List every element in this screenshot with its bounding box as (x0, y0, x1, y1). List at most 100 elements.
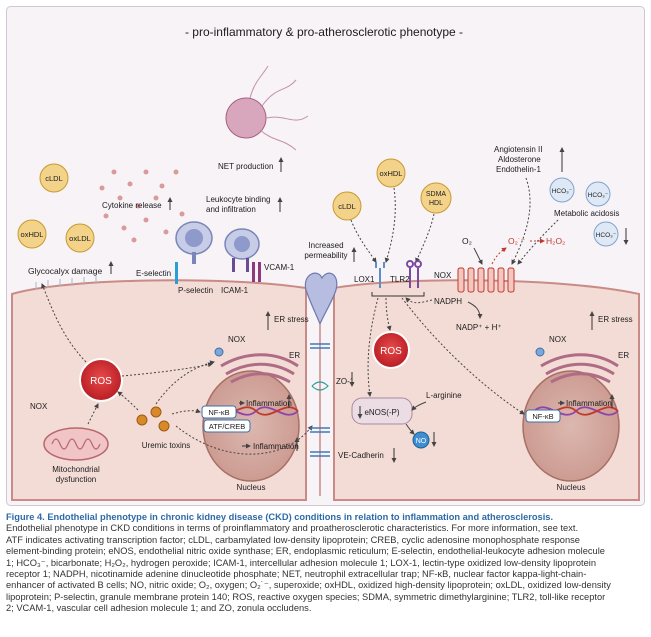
uremic-to-zo1-arrow (175, 425, 313, 455)
cytokine-dots (99, 169, 185, 243)
mito-nox-label: NOX (30, 402, 48, 411)
angiotensin-label: Angiotensin II (494, 145, 542, 154)
h2o2-label: H₂O₂ (546, 236, 565, 246)
left-nox-label: NOX (228, 335, 246, 344)
leukocyte-binding-label-1: Leukocyte binding (206, 195, 271, 204)
lox1-label: LOX1 (354, 275, 375, 284)
hco3-circle-2 (585, 181, 611, 207)
l-arginine-to-enos-arrow (411, 401, 427, 411)
caption-line-1: Endothelial phenotype in CKD conditions … (6, 523, 579, 534)
atf-creb-box (203, 419, 251, 433)
increased-permeability-label-2: permeability (304, 251, 347, 260)
sdma-hdl-particle (420, 182, 452, 214)
net-production-label: NET production (218, 162, 273, 171)
acidosis-to-nox-arrow (517, 219, 559, 265)
zo1-label: ZO-1 (336, 377, 355, 386)
oxhdl-to-lox1-arrow (384, 187, 396, 263)
receptor-to-nfkb-arrow (401, 297, 525, 415)
hco3-label-1: HCO₃⁻ (552, 188, 573, 195)
left-inflammation-label-bottom: Inflammation (253, 442, 299, 451)
oxldl-left-label: oxLDL (69, 234, 91, 243)
left-ros-label: ROS (90, 376, 112, 387)
cldl-left-particle (39, 163, 69, 193)
tight-junction (310, 324, 330, 496)
hco3-circle-3 (593, 221, 619, 247)
transmigrating-leukocyte-icon (304, 272, 338, 326)
caption-line-4: 1; HCO₃⁻, bicarbonate; H₂O₂, hydrogen pe… (6, 557, 597, 568)
leukocyte-2-icon (224, 228, 260, 272)
caption-title: Figure 4. Endothelial phenotype in chron… (6, 512, 554, 522)
receptor-to-enos-arrow (366, 297, 379, 397)
caption-line-7: lipoprotein; P-selectin, granule membran… (6, 591, 606, 602)
cldl-right-particle (332, 191, 362, 221)
hco3-circle-1 (549, 177, 575, 203)
sdma-hdl-label: HDL (429, 200, 443, 207)
caption-line-8: 2; VCAM-1, vascular cell adhesion molecu… (6, 603, 312, 614)
nox-membrane-label: NOX (434, 271, 452, 280)
left-nucleus (202, 370, 300, 482)
angiotensin-to-nox-arrow (511, 177, 531, 265)
no-label: NO (416, 438, 427, 445)
receptor-bracket (371, 292, 425, 297)
mitochondrial-dysfunction-label-1: Mitochondrial (52, 465, 100, 474)
cldl-to-lox1-arrow (350, 219, 377, 263)
vcam1-label: VCAM-1 (264, 263, 295, 272)
nox-membrane-complex (457, 267, 515, 293)
middle-ros-label: ROS (380, 346, 402, 357)
endothelin-label: Endothelin-1 (496, 165, 541, 174)
enos-label: eNOS(-P) (364, 408, 399, 417)
aldosterone-label: Aldosterone (498, 155, 541, 164)
nadph-label: NADPH (434, 297, 462, 306)
uremic-to-er-arrow (155, 360, 215, 405)
left-er (220, 353, 299, 384)
caption-line-2: ATF indicates activating transcription f… (6, 534, 580, 545)
mitochondrion-cristae (51, 438, 101, 450)
left-inflammation-label-top: Inflammation (246, 399, 292, 408)
left-nfkb-box (201, 405, 237, 419)
glycocalyx-damage-label: Glycocalyx damage (28, 266, 102, 276)
glycocalyx-strands (35, 276, 97, 290)
uremic-toxins-icon (136, 406, 170, 432)
right-nox-icon (535, 347, 545, 357)
leukocyte-binding-label-2: and infiltration (206, 205, 256, 214)
icam1-label: ICAM-1 (221, 286, 249, 295)
right-nucleus-label: Nucleus (557, 483, 586, 492)
o2-to-nox-arrow (473, 247, 483, 265)
tlr2-label: TLR2 (390, 275, 410, 284)
caption-line-3: element-binding protein; eNOS, endotheli… (6, 546, 605, 557)
metabolic-acidosis-label: Metabolic acidosis (554, 209, 619, 218)
ros-to-glycocalyx-arrow (41, 283, 87, 363)
right-nfkb-box (525, 409, 561, 423)
lox1-receptor (375, 262, 385, 288)
leukocyte-1-icon (175, 221, 213, 264)
right-er (540, 353, 619, 384)
sdma-to-tlr2-arrow (415, 213, 435, 263)
middle-ros-circle (372, 331, 410, 369)
sdma-label: SDMA (426, 191, 447, 198)
nadp-label: NADP⁺ + H⁺ (456, 323, 502, 332)
uremic-toxins-label: Uremic toxins (142, 441, 190, 450)
cldl-left-label: cLDL (45, 174, 63, 183)
right-nfkb-label: NF-κB (532, 412, 553, 421)
oxhdl-left-label: oxHDL (21, 230, 44, 239)
vcam1-marker (252, 262, 261, 282)
enos-box (351, 397, 413, 425)
right-er-label: ER (618, 351, 629, 360)
o2-label: O₂ (462, 236, 472, 246)
nadph-to-receptor-arrow (405, 297, 433, 304)
net-icon (225, 65, 309, 151)
hco3-label-3: HCO₃⁻ (596, 232, 617, 239)
e-selectin-marker (175, 262, 178, 284)
caption-line-6: enhancer of activated B cells; NO, nitri… (6, 580, 611, 591)
left-er-label: ER (289, 351, 300, 360)
superoxide-label: O₂˙⁻ (508, 236, 526, 246)
oxldl-left-particle (65, 223, 95, 253)
oxhdl-right-particle (376, 158, 406, 188)
left-nucleus-label: Nucleus (237, 483, 266, 492)
no-circle (412, 431, 430, 449)
figure-header: - pro-inflammatory & pro-atherosclerotic… (185, 25, 463, 39)
l-arginine-label: L-arginine (426, 391, 462, 400)
right-nox-label: NOX (549, 335, 567, 344)
left-ros-circle (79, 358, 123, 402)
caption-line-5: receptor 1; NADPH, nicotinamide adenine … (6, 569, 587, 580)
